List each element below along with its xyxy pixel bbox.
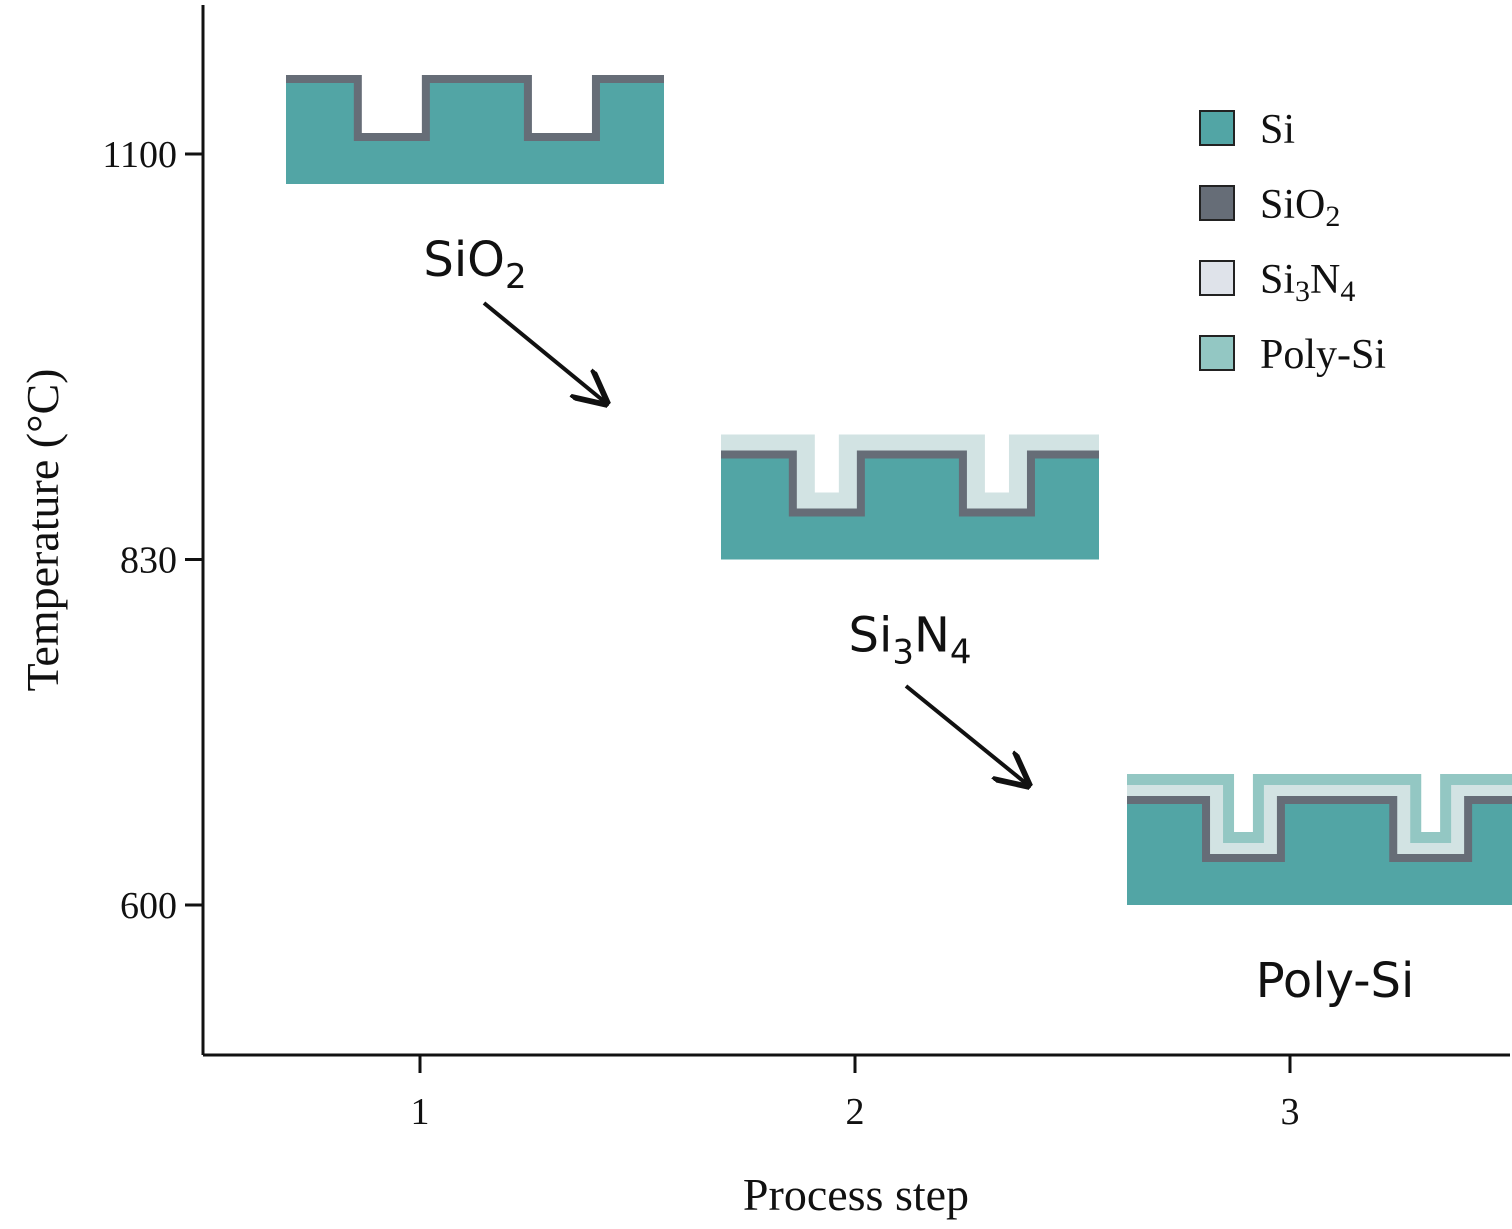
mask-right (1099, 394, 1139, 560)
legend-label-main: SiO (1260, 182, 1325, 228)
step-label-sub: 2 (505, 257, 527, 297)
mask-bottom (681, 559, 1139, 620)
legend-swatch (1199, 110, 1235, 146)
step-label: SiO2 (423, 232, 526, 297)
sio2-layer (1127, 795, 1512, 862)
legend-label-sub2: 4 (1340, 275, 1355, 308)
sio2-layer (286, 75, 664, 141)
arrow-step2-to-step3 (904, 684, 1028, 785)
x-tick-label: 2 (846, 1091, 865, 1133)
y-tick-label: 600 (120, 885, 177, 927)
mask-left (681, 394, 721, 560)
legend-label: Si3N4 (1260, 257, 1355, 308)
mask-bottom (1087, 904, 1512, 965)
legend-label-main: Si (1260, 257, 1295, 303)
step-label-part: 4 (950, 633, 972, 673)
mask-left (1087, 739, 1127, 905)
si-substrate-top (721, 454, 1099, 560)
arrow-step1-to-step2 (482, 301, 606, 403)
legend-label: Poly-Si (1260, 332, 1386, 378)
legend-swatch (1199, 260, 1235, 296)
x-tick-label: 1 (411, 1091, 430, 1133)
wafer-step-3: Poly-Si (1087, 739, 1512, 1009)
step-label: Si3N4 (849, 608, 972, 673)
process-arrows (482, 301, 1028, 785)
y-axis-title: Temperature (°C) (17, 369, 68, 692)
wafer-step-2: Si3N4 (681, 394, 1139, 673)
step-label-part: N (914, 608, 950, 664)
step-label-part: Si (849, 608, 893, 664)
y-tick-label: 830 (120, 540, 177, 582)
step-label-main: SiO (423, 232, 505, 288)
mask-bottom (246, 184, 704, 244)
legend-label-sub: 3 (1295, 275, 1310, 308)
step-label-main: Poly-Si (1256, 953, 1415, 1009)
x-tick-label: 3 (1281, 1091, 1300, 1133)
legend-label-main: Poly-Si (1260, 332, 1386, 378)
x-axis-title: Process step (743, 1169, 969, 1220)
mask-left (246, 19, 286, 184)
legend-swatch (1199, 185, 1235, 221)
legend-label: SiO2 (1260, 182, 1340, 233)
mask-right (664, 19, 704, 184)
si-substrate-top (286, 79, 664, 184)
step-label-part: 3 (892, 633, 914, 673)
si-substrate-top (1127, 799, 1512, 905)
legend-swatch (1199, 335, 1235, 371)
legend-label: Si (1260, 107, 1295, 153)
wafer-step-1: SiO2 (246, 19, 704, 297)
y-tick-label: 1100 (102, 134, 177, 176)
sio2-layer (721, 450, 1099, 517)
legend-label-main2: N (1310, 257, 1340, 303)
legend-label-main: Si (1260, 107, 1295, 153)
legend-label-sub: 2 (1325, 200, 1340, 233)
step-label: Poly-Si (1256, 953, 1415, 1009)
